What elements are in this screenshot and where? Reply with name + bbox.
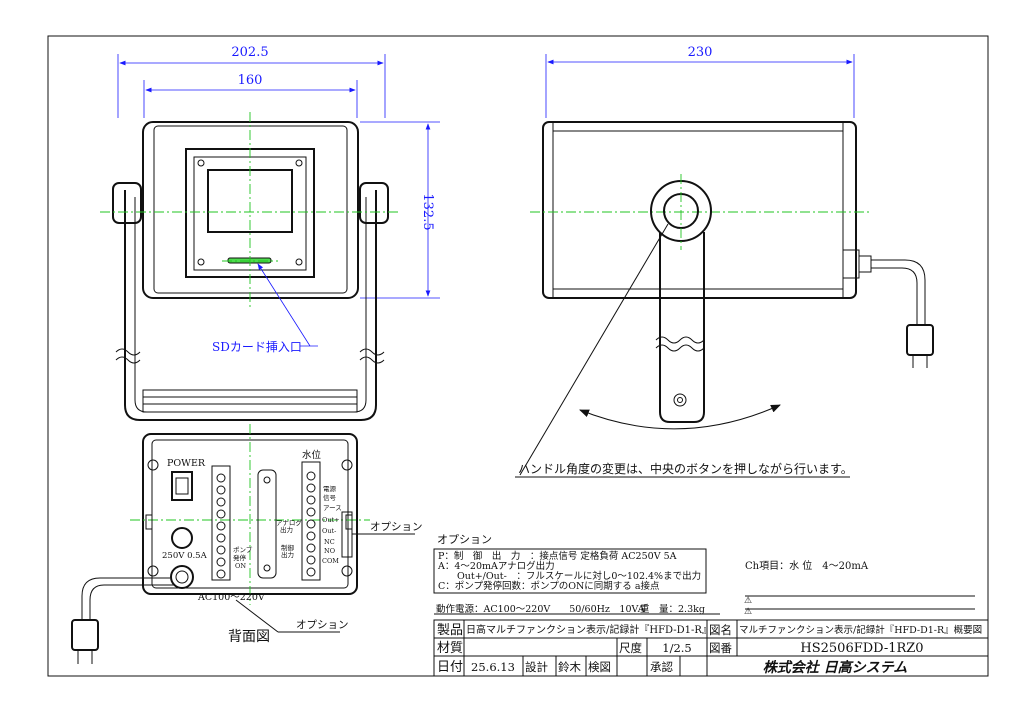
option-line-1: A：4～20mAアナログ出力 — [437, 560, 555, 572]
fuse-label: 250V 0.5A — [162, 551, 208, 561]
tb-check-label: 検図 — [588, 660, 611, 674]
terminal-label-5: NC — [324, 538, 335, 546]
supply-label: AC100～220V — [197, 592, 265, 603]
tb-scale-label: 尺度 — [619, 641, 642, 655]
left-terminal-screws — [216, 473, 226, 579]
dim-front-height: 132.5 — [420, 193, 435, 230]
revision-mark-0: ⚠ — [744, 596, 752, 606]
terminal-label-1: 信号 — [323, 493, 337, 502]
dim-front-inner-width: 160 — [238, 73, 263, 88]
tb-material-label: 材質 — [437, 641, 463, 656]
pump-label-1: 発停 — [233, 553, 247, 562]
terminal-label-0: 電源 — [323, 484, 337, 493]
terminal-label-4: Out- — [322, 527, 336, 535]
option-callout-bottom: オプション — [296, 619, 349, 631]
title-block — [433, 619, 989, 677]
analog-label-1: 出力 — [280, 525, 293, 534]
option-line-3: C：ポンプ発停回数：ポンプのONに同期する a接点 — [438, 580, 660, 592]
side-view — [515, 54, 934, 478]
tb-drawing-name-label: 図名 — [709, 623, 732, 637]
options-title: オプション — [437, 533, 492, 546]
tb-approve-label: 承認 — [650, 660, 673, 674]
terminal-label-3: Out+ — [322, 516, 340, 524]
pump-label-2: ON — [235, 562, 246, 570]
dim-side-width: 230 — [688, 45, 713, 60]
tb-product-label: 製品 — [437, 623, 463, 638]
tb-product-value: 日高マルチファンクション表示/記録計『HFD-D1-R』 — [466, 623, 712, 636]
spec-weight: 重 量：2.3kg — [640, 603, 705, 615]
sd-card-callout: SDカード挿入口 — [212, 340, 302, 354]
tb-drawing-name-value: マルチファンクション表示/記録計『HFD-D1-R』概要図 — [739, 624, 982, 636]
terminal-label-7: COM — [322, 557, 339, 565]
tb-drawing-no-value: HS2506FDD-1RZ0 — [800, 641, 923, 656]
control-label-0: 制御 — [281, 543, 295, 552]
option-line-2: Out+/Out- ：フルスケールに対し0～102.4%まで出力 — [438, 570, 701, 582]
options-box — [433, 548, 707, 594]
handle-note: ハンドル角度の変更は、中央のボタンを押しながら行います。 — [518, 461, 853, 476]
tb-drawing-no-label: 図番 — [709, 641, 732, 655]
terminal-label-2: アース — [323, 504, 342, 512]
control-label-1: 出力 — [281, 550, 294, 559]
back-view-title: 背面図 — [228, 629, 270, 645]
option-callout-right: オプション — [370, 521, 423, 533]
tb-design-value: 鈴木 — [558, 660, 581, 674]
tb-design-label: 設計 — [525, 660, 548, 674]
terminal-label-6: NO — [324, 547, 335, 555]
option-line-0: P：制 御 出 力 ：接点信号 定格負荷 AC250V 5A — [438, 550, 677, 562]
tb-company: 株式会社 日高システム — [763, 659, 907, 676]
back-view — [71, 424, 415, 664]
ch-item: Ch項目：水 位 4～20mA — [745, 559, 869, 572]
tb-scale-value: 1/2.5 — [662, 641, 691, 655]
pump-label-0: ポンプ — [233, 546, 253, 554]
tb-date-value: 25.6.13 — [471, 660, 515, 674]
revision-mark-1: ⚠ — [744, 607, 752, 617]
analog-label-0: アナログ — [276, 518, 302, 527]
front-view — [100, 54, 440, 421]
tb-date-label: 日付 — [437, 660, 463, 675]
dim-front-overall-width: 202.5 — [231, 45, 268, 60]
water-level-label: 水位 — [302, 449, 322, 461]
right-terminal-screws — [306, 471, 316, 577]
power-label: POWER — [167, 458, 206, 469]
spec-power: 動作電源：AC100～220V 50/60Hz 10VA — [436, 603, 645, 615]
